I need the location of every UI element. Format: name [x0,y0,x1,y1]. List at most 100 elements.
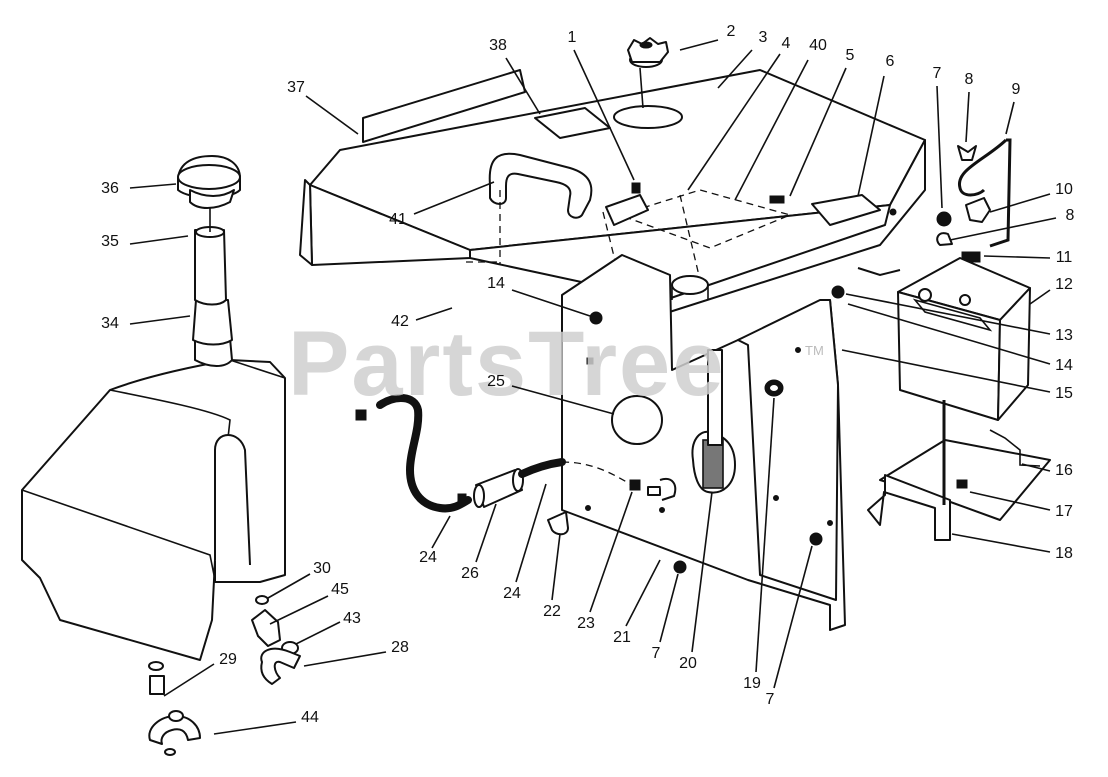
callout-43: 43 [295,610,361,645]
callout-3-number: 3 [759,29,768,46]
callout-24-left: 24 [419,515,451,566]
bracket-18 [867,474,951,541]
callout-22-number: 22 [543,603,561,620]
callout-17-number: 17 [1055,503,1073,520]
rod-9 [989,138,1012,248]
callout-11-number: 11 [1056,249,1073,266]
callout-6-leader [857,75,885,197]
callout-43-number: 43 [343,610,361,627]
callout-15-leader [841,349,1051,393]
callout-22-leader [551,533,561,601]
callout-2: 2 [679,23,736,51]
callout-7-mid-leader [659,573,679,643]
callout-25-number: 25 [487,373,505,390]
callout-26-number: 26 [461,565,479,582]
callout-6-number: 6 [886,53,895,70]
callout-11: 11 [983,249,1073,266]
callout-29-leader [163,663,215,697]
callout-7-mid: 7 [652,573,679,662]
gas-cap-2 [627,37,669,68]
callout-44: 44 [213,709,319,735]
callout-18: 18 [951,533,1073,562]
callout-15-number: 15 [1055,385,1073,402]
callout-9: 9 [1005,81,1021,135]
gauge-cap-36 [177,155,241,209]
watermark: PartsTree [288,313,725,415]
callout-23-leader [589,491,633,613]
callout-11-leader [983,255,1051,259]
callout-34: 34 [101,315,191,332]
callout-1-leader [573,49,635,181]
callout-25: 25 [487,373,615,415]
callout-30: 30 [267,560,331,599]
callout-28-leader [303,651,387,667]
callout-19-leader [755,397,775,673]
callout-34-leader [129,315,191,325]
washer-29 [148,661,164,671]
callout-14-right: 14 [847,303,1073,374]
callout-42: 42 [391,307,453,330]
callout-17-leader [969,491,1051,511]
callout-2-number: 2 [727,23,736,40]
wing-nut-8 [957,145,977,161]
dash-panel [547,254,846,631]
callout-45-number: 45 [331,581,349,598]
callout-24-mid-number: 24 [503,585,521,602]
callout-8-lower-number: 8 [1066,207,1075,224]
callout-18-leader [951,533,1051,553]
fuel-tank-34 [21,155,286,661]
callout-22: 22 [543,533,561,620]
callout-6: 6 [857,53,895,197]
callout-14-left-leader [511,289,591,317]
callout-21: 21 [613,559,661,646]
callout-14-left: 14 [487,275,591,317]
callout-8-top-number: 8 [965,71,974,88]
top-cover [299,67,926,316]
callout-7-bottom: 7 [766,545,813,708]
bracket-1 [605,194,649,226]
callout-12: 12 [1029,276,1073,305]
callout-14-left-number: 14 [487,275,505,292]
callout-7-bottom-leader [773,545,813,689]
callout-16-number: 16 [1055,462,1073,479]
callout-29-number: 29 [219,651,237,668]
callout-16-leader [1021,463,1051,472]
nut-14-left [589,311,603,325]
callout-4: 4 [687,35,791,191]
callout-19: 19 [743,397,775,692]
callout-20: 20 [679,491,713,672]
callout-36-number: 36 [101,180,119,197]
callout-43-leader [295,621,341,645]
fill-opening [613,105,683,129]
callout-13: 13 [845,293,1073,344]
bracket-6 [811,194,881,226]
callout-14-right-number: 14 [1055,357,1073,374]
callout-8-top: 8 [965,71,974,143]
callout-44-number: 44 [301,709,319,726]
callout-19-number: 19 [743,675,761,692]
callout-21-number: 21 [613,629,631,646]
callout-21-leader [625,559,661,627]
callout-41-leader [413,181,495,215]
callout-25-leader [511,385,615,415]
callout-30-leader [267,573,311,599]
callout-45-leader [269,595,329,625]
callout-10-leader [989,193,1051,213]
callout-30-number: 30 [313,560,331,577]
callout-37-number: 37 [287,79,305,96]
callout-13-number: 13 [1055,327,1073,344]
callout-20-leader [691,491,713,653]
callout-45: 45 [269,581,349,625]
fuel-line [355,394,631,513]
elbow-45 [251,609,281,647]
callout-7-top: 7 [933,65,943,209]
watermark-tm: TM [805,343,824,358]
nut-7-bottom [809,532,823,546]
callout-10: 10 [989,181,1073,213]
screw-17 [956,479,968,489]
grommet-25 [611,395,663,445]
tank-neck [671,275,709,295]
callout-38: 38 [489,37,541,115]
